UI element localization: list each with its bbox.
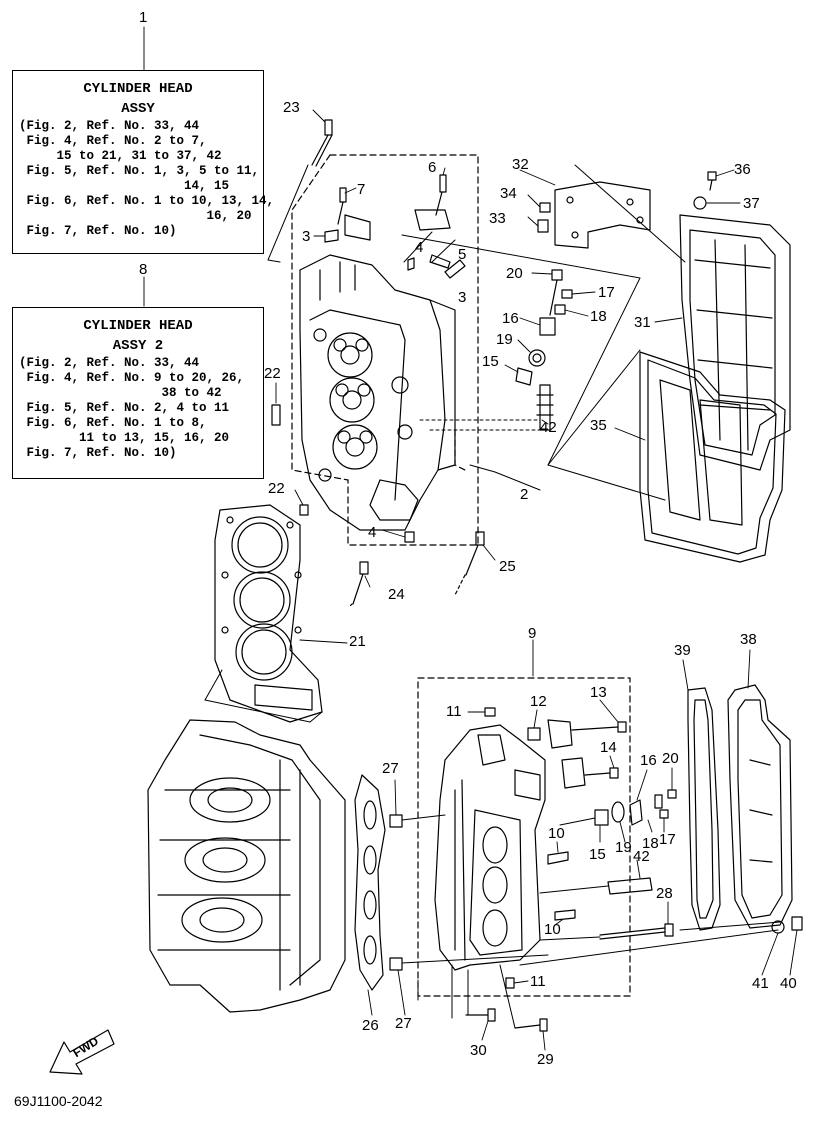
cylinder-head-lower <box>434 724 546 971</box>
callout-ref: 39 <box>674 642 691 659</box>
callout-ref: 15 <box>589 846 606 863</box>
callout-ref: 40 <box>780 975 797 992</box>
callout-ref: 4 <box>415 239 424 256</box>
callout-ref: 19 <box>615 839 632 856</box>
lower-assembly-outline <box>417 677 631 997</box>
upper-sensor-parts <box>515 269 573 431</box>
box-line: Fig. 6, Ref. No. 1 to 8, <box>19 416 207 430</box>
box-title: CYLINDER HEAD <box>83 81 193 97</box>
callout-ref: 34 <box>500 185 517 202</box>
gasket-26 <box>354 774 386 991</box>
callout-ref: 28 <box>656 885 673 902</box>
callout-ref: 10 <box>548 825 565 842</box>
callout-ref: 42 <box>633 848 650 865</box>
callout-ref: 3 <box>458 289 467 306</box>
callout-ref: 12 <box>530 693 547 710</box>
cylinder-head-cover-31 <box>679 214 791 471</box>
box-line: 11 to 13, 15, 16, 20 <box>19 431 230 445</box>
callout-ref: 29 <box>537 1051 554 1068</box>
cylinder-block <box>147 719 346 1013</box>
callout-ref: 5 <box>458 246 467 263</box>
callout-ref: 27 <box>382 760 399 777</box>
callout-ref: 4 <box>368 524 377 541</box>
gasket-39 <box>687 687 721 931</box>
callout-ref: 21 <box>349 633 366 650</box>
fwd-arrow-icon <box>49 1029 115 1075</box>
head-gasket-21 <box>214 504 323 723</box>
callout-ref: 23 <box>283 99 300 116</box>
callout-ref: 18 <box>642 835 659 852</box>
callout-ref: 11 <box>530 973 546 990</box>
cylinder-head-upper <box>299 254 456 531</box>
callout-ref: 22 <box>268 480 285 497</box>
callout-ref: 6 <box>428 159 437 176</box>
callout-ref: 14 <box>600 739 617 756</box>
callout-ref: 13 <box>590 684 607 701</box>
callout-ref: 7 <box>357 181 366 198</box>
callout-ref: 17 <box>659 831 676 848</box>
callout-leaders <box>143 26 798 1051</box>
callout-ref: 27 <box>395 1015 412 1032</box>
callout-ref: 30 <box>470 1042 487 1059</box>
box-line: Fig. 5, Ref. No. 2, 4 to 11 <box>19 401 230 415</box>
callout-ref: 38 <box>740 631 757 648</box>
callout-ref: 35 <box>590 417 607 434</box>
callout-ref: 31 <box>634 314 651 331</box>
box-line: 38 to 42 <box>19 386 222 400</box>
upper-head-small-parts <box>271 119 466 543</box>
callout-ref: 26 <box>362 1017 379 1034</box>
leader-frames <box>267 164 686 501</box>
box-line: 16, 20 <box>19 209 252 223</box>
gasket-35 <box>639 351 786 563</box>
callout-ref: 41 <box>752 975 769 992</box>
box-line: Fig. 4, Ref. No. 2 to 7, <box>19 134 207 148</box>
box-line: 15 to 21, 31 to 37, 42 <box>19 149 222 163</box>
box-line: (Fig. 2, Ref. No. 33, 44 <box>19 119 200 133</box>
drawing-code: 69J1100-2042 <box>14 1093 103 1109</box>
box-line: 14, 15 <box>19 179 230 193</box>
callout-ref: 33 <box>489 210 506 227</box>
callout-ref: 22 <box>264 365 281 382</box>
assembly-info-box-cylinder-head: CYLINDER HEAD ASSY (Fig. 2, Ref. No. 33,… <box>12 70 275 254</box>
upper-assembly-outline <box>291 154 479 546</box>
box-line: Fig. 5, Ref. No. 1, 3, 5 to 11, <box>19 164 260 178</box>
box-line: Fig. 7, Ref. No. 10) <box>19 224 177 238</box>
callout-ref: 32 <box>512 156 529 173</box>
callout-ref: 17 <box>598 284 615 301</box>
gasket-frame-lines <box>204 669 323 723</box>
callout-ref: 37 <box>743 195 760 212</box>
callout-ref: 8 <box>139 261 148 278</box>
box-line: Fig. 7, Ref. No. 10) <box>19 446 177 460</box>
callout-ref: 18 <box>590 308 607 325</box>
assembly-info-box-cylinder-head-2: CYLINDER HEAD ASSY 2 (Fig. 2, Ref. No. 3… <box>12 307 264 479</box>
box-subtitle: ASSY <box>121 101 155 117</box>
box-title: CYLINDER HEAD <box>83 318 193 334</box>
callout-ref: 10 <box>544 921 561 938</box>
callout-ref: 42 <box>540 419 557 436</box>
box-subtitle: ASSY 2 <box>112 338 164 354</box>
callout-ref: 16 <box>640 752 657 769</box>
callout-ref: 1 <box>139 9 148 26</box>
callout-ref: 11 <box>446 703 462 720</box>
plate-32 <box>537 171 717 249</box>
lower-leader-lines <box>401 814 781 1029</box>
callout-ref: 19 <box>496 331 513 348</box>
callout-ref: 20 <box>506 265 523 282</box>
cover-38 <box>727 684 793 929</box>
box-line: Fig. 4, Ref. No. 9 to 20, 26, <box>19 371 245 385</box>
bolts-24-25 <box>349 531 485 607</box>
callout-ref: 25 <box>499 558 516 575</box>
callout-ref: 20 <box>662 750 679 767</box>
callout-ref: 15 <box>482 353 499 370</box>
box-line: (Fig. 2, Ref. No. 33, 44 <box>19 356 200 370</box>
callout-ref: 9 <box>528 625 537 642</box>
callout-ref: 36 <box>734 161 751 178</box>
callout-ref: 2 <box>520 486 529 503</box>
box-line: Fig. 6, Ref. No. 1 to 10, 13, 14, <box>19 194 275 208</box>
callout-ref: 24 <box>388 586 405 603</box>
callout-ref: 3 <box>302 228 311 245</box>
callout-ref: 16 <box>502 310 519 327</box>
